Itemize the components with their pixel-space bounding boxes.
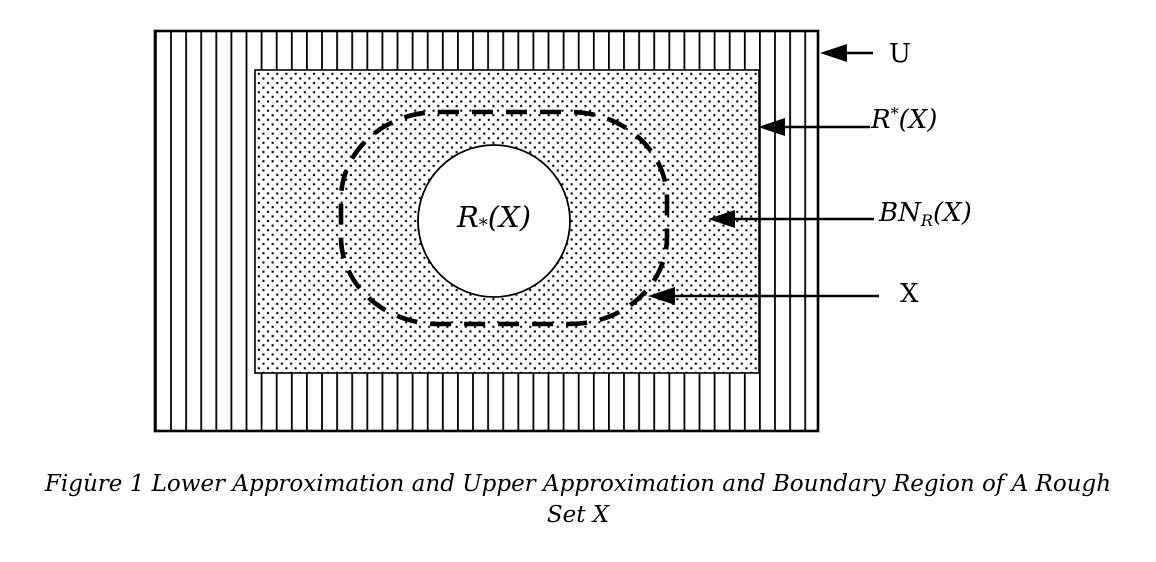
arrow-boundary-region [708,210,874,228]
figure-caption-line1: Figure 1 Lower Approximation and Upper A… [44,471,1112,497]
label-upper-argument: (X) [898,105,938,135]
arrowhead-left-icon [708,210,735,228]
arrowhead-left-icon [648,287,675,305]
label-upper-superscript: * [890,104,899,123]
stray-ink-mark [89,473,92,476]
label-boundary-argument: (X) [933,198,972,228]
label-lower-argument: (X) [487,200,532,234]
label-boundary-subscript: R [920,211,933,230]
arrow-set-x [648,287,879,305]
label-set-x-text: X [900,279,919,309]
lower-approximation-region [417,144,571,298]
label-upper-approximation: R*(X) [871,104,938,135]
label-boundary-base: BN [879,198,921,228]
arrow-universe [820,44,873,62]
label-set-x: X [900,281,919,307]
arrowhead-left-icon [758,118,785,136]
label-upper-base: R [871,105,891,135]
label-lower-subscript: * [478,215,488,236]
arrow-upper-approximation [758,118,870,136]
label-lower-base: R [456,200,479,234]
set-x-outline [338,109,670,327]
figure-caption-line2: Set X [546,502,610,528]
label-lower-approximation: R*(X) [414,203,574,235]
label-universe-text: U [889,39,911,69]
figure-caption: Figure 1 Lower Approximation and Upper A… [0,469,1156,531]
rough-set-diagram [153,29,879,433]
label-universe: U [889,41,911,67]
label-boundary-region: BNR(X) [879,200,972,229]
arrowhead-left-icon [820,44,847,62]
